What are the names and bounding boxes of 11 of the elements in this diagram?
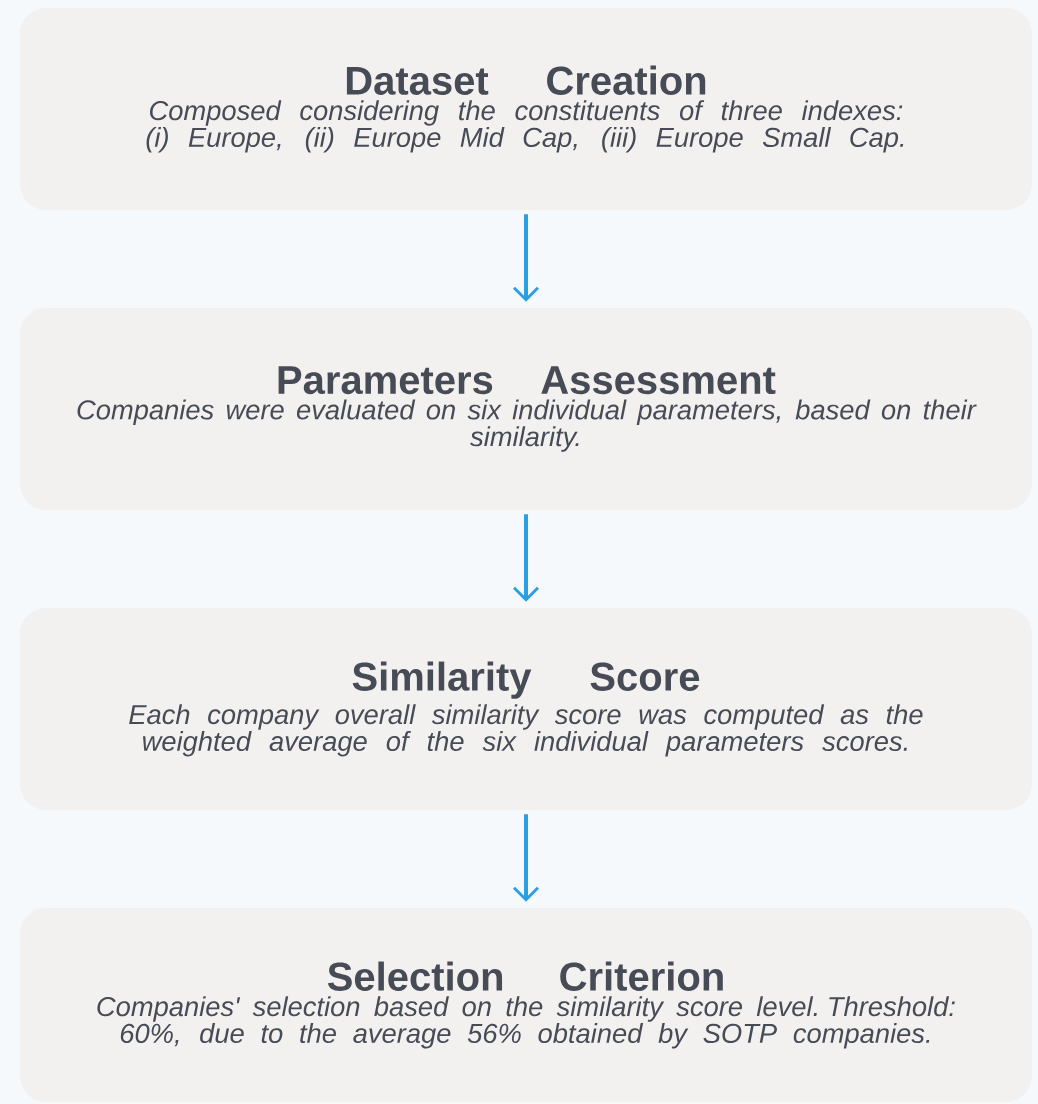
box-heading: Similarity Score [352,661,700,699]
box-heading: Parameters Assessment [278,366,776,395]
arrow [512,214,540,302]
arrow [512,514,540,602]
arrow [512,814,540,902]
box-heading: Dataset Creation [346,65,706,95]
box-description: Companies were evaluated on six individual parameters, based on their similarity. [77,399,977,452]
box-description: Composed considering the constituents of three indexes: (i) Europe, (ii) Europe Mid Cap, (iii) Europe Small Cap. [146,100,904,153]
box-description: Each company overall similarity score was computed as the weighted average of the six individual parameters scores. [129,704,923,757]
box-description: Companies' selection based on the similarity score level. Threshold: 60%, due to the average 56% obtained by SOTP companies. [97,996,955,1049]
box-heading: Selection Criterion [327,961,723,991]
